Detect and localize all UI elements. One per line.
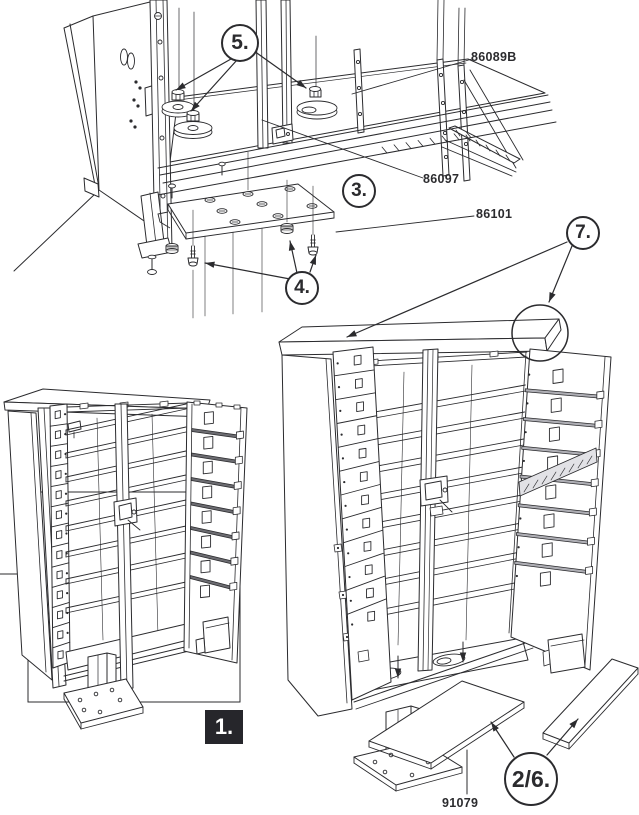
callout-step-3: 3. — [342, 174, 376, 208]
part-label-86089b: 86089B — [471, 50, 517, 64]
callout-step-4: 4. — [285, 271, 319, 305]
main-cabinet-illustration — [278, 304, 639, 792]
callout-step-5: 5. — [221, 24, 259, 62]
callout-step-2-6: 2/6. — [504, 752, 558, 806]
part-label-86097: 86097 — [423, 172, 460, 186]
leader-lines-and-arrows — [175, 50, 579, 795]
part-label-86101: 86101 — [476, 207, 513, 221]
bottom-detail-illustration — [13, 0, 557, 319]
callout-step-7: 7. — [566, 216, 600, 250]
step1-cabinet-illustration — [0, 388, 248, 730]
part-label-91079: 91079 — [442, 796, 479, 810]
step-1-label: 1. — [205, 710, 243, 744]
